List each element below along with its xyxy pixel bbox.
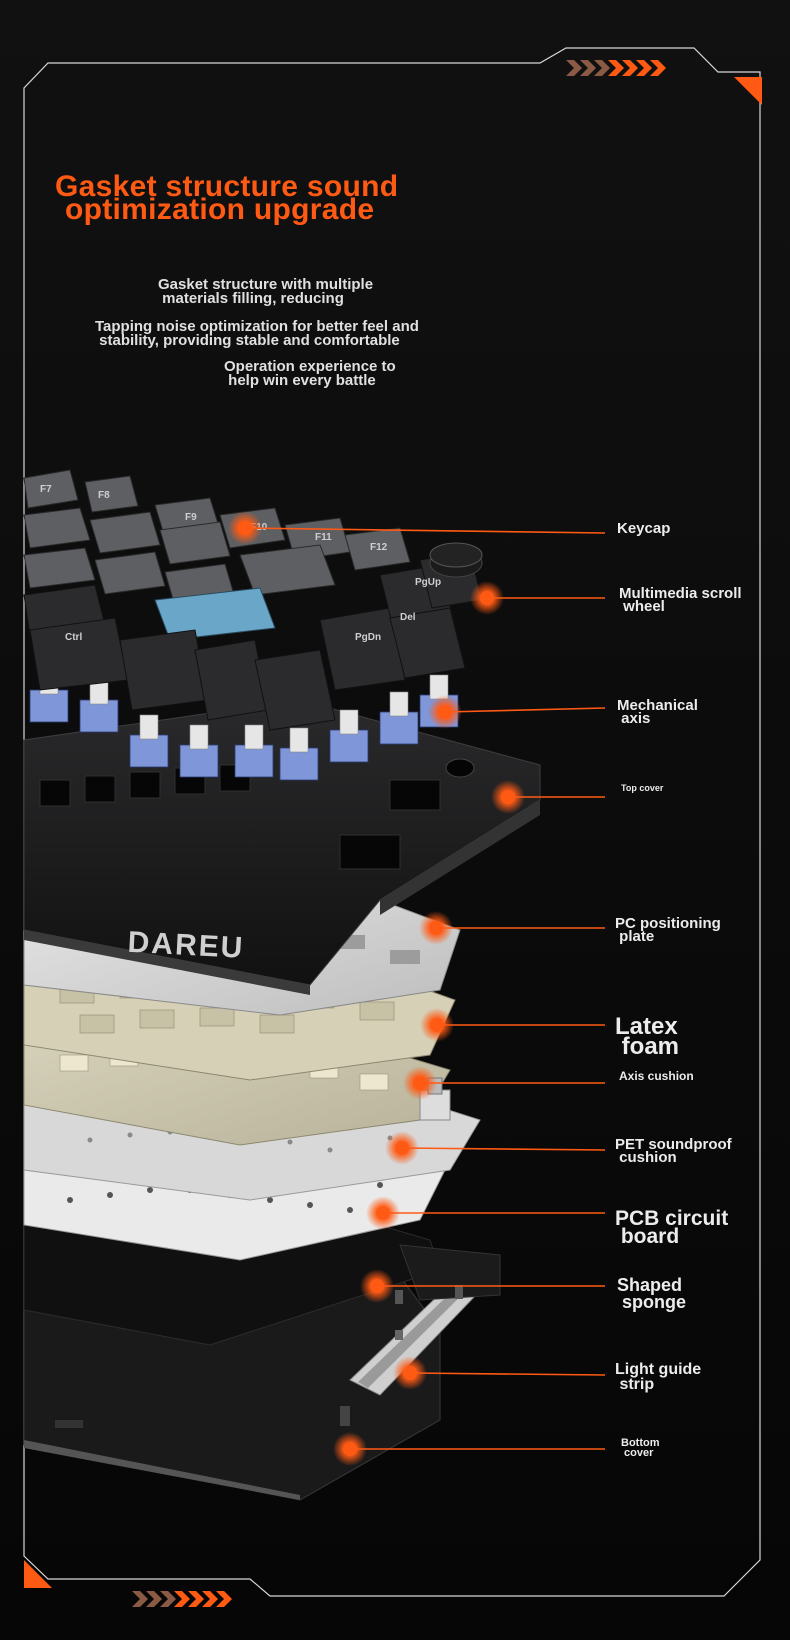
dareu-logo: DAREU (127, 926, 245, 965)
enter-keycap-blue (154, 587, 276, 641)
label-shaped-sponge: Shaped sponge (617, 1275, 687, 1312)
callout-dot (238, 521, 252, 535)
callout-dot (370, 1279, 384, 1293)
callout-dot (480, 591, 494, 605)
callout-dot (429, 921, 443, 935)
key-legend: F11 (315, 532, 332, 543)
label-top-cover: Top cover (621, 783, 664, 793)
top-cover-illustration: DAREU (23, 699, 541, 995)
callout-line (244, 527, 606, 534)
label-light-guide-strip: Light guide strip (615, 1361, 702, 1393)
description-paragraph-1: Gasket structure with multiple materials… (158, 276, 374, 307)
corner-accent-bottom-left (24, 1560, 52, 1588)
callout-dot (430, 1018, 444, 1032)
key-legend: F12 (370, 542, 388, 553)
key-legend: PgDn (355, 632, 381, 643)
callout-line (401, 1147, 606, 1151)
callout-line (444, 707, 606, 713)
label-pc-positioning-plate: PC positioning plate (615, 915, 721, 945)
callout-dot (438, 705, 452, 719)
chevron-arrows-top (566, 60, 666, 76)
key-legend: F9 (185, 512, 197, 523)
label-bottom-cover: Bottom cover (621, 1437, 660, 1459)
callout-dot (376, 1206, 390, 1220)
label-axis-cushion: Axis cushion (619, 1069, 694, 1083)
label-mechanical-axis: Mechanical axis (617, 697, 698, 727)
chevron-arrows-bottom (132, 1591, 232, 1607)
headline-line-2: optimization upgrade (65, 193, 375, 226)
callout-dot (343, 1442, 357, 1456)
key-legend: PgUp (415, 577, 441, 588)
label-pet-soundproof-cushion: PET soundproof cushion (615, 1136, 732, 1166)
label-pcb-circuit-board: PCB circuit board (615, 1207, 729, 1248)
callout-lines (228, 511, 606, 1466)
corner-accent-top-right (734, 77, 762, 105)
callout-dot (501, 790, 515, 804)
callout-dot (413, 1076, 427, 1090)
callout-dot (395, 1141, 409, 1155)
key-legend: Ctrl (65, 632, 82, 643)
headline-line-1: Gasket structure sound (55, 170, 399, 203)
callout-dot (403, 1366, 417, 1380)
key-legend: F7 (40, 484, 52, 495)
description-paragraph-3: Operation experience to help win every b… (224, 358, 396, 389)
callout-line (409, 1372, 606, 1376)
key-legend: Del (400, 612, 416, 623)
description-paragraph-2: Tapping noise optimization for better fe… (95, 318, 419, 349)
keycaps-illustration: F7 F8 F9 F10 F11 F12 PgUp PgDn Del Ctrl (23, 469, 483, 731)
label-latex-foam: Latex foam (615, 1013, 680, 1060)
label-keycap: Keycap (617, 520, 671, 537)
key-legend: F8 (98, 490, 110, 501)
label-multimedia-scroll-wheel: Multimedia scroll wheel (619, 585, 742, 615)
